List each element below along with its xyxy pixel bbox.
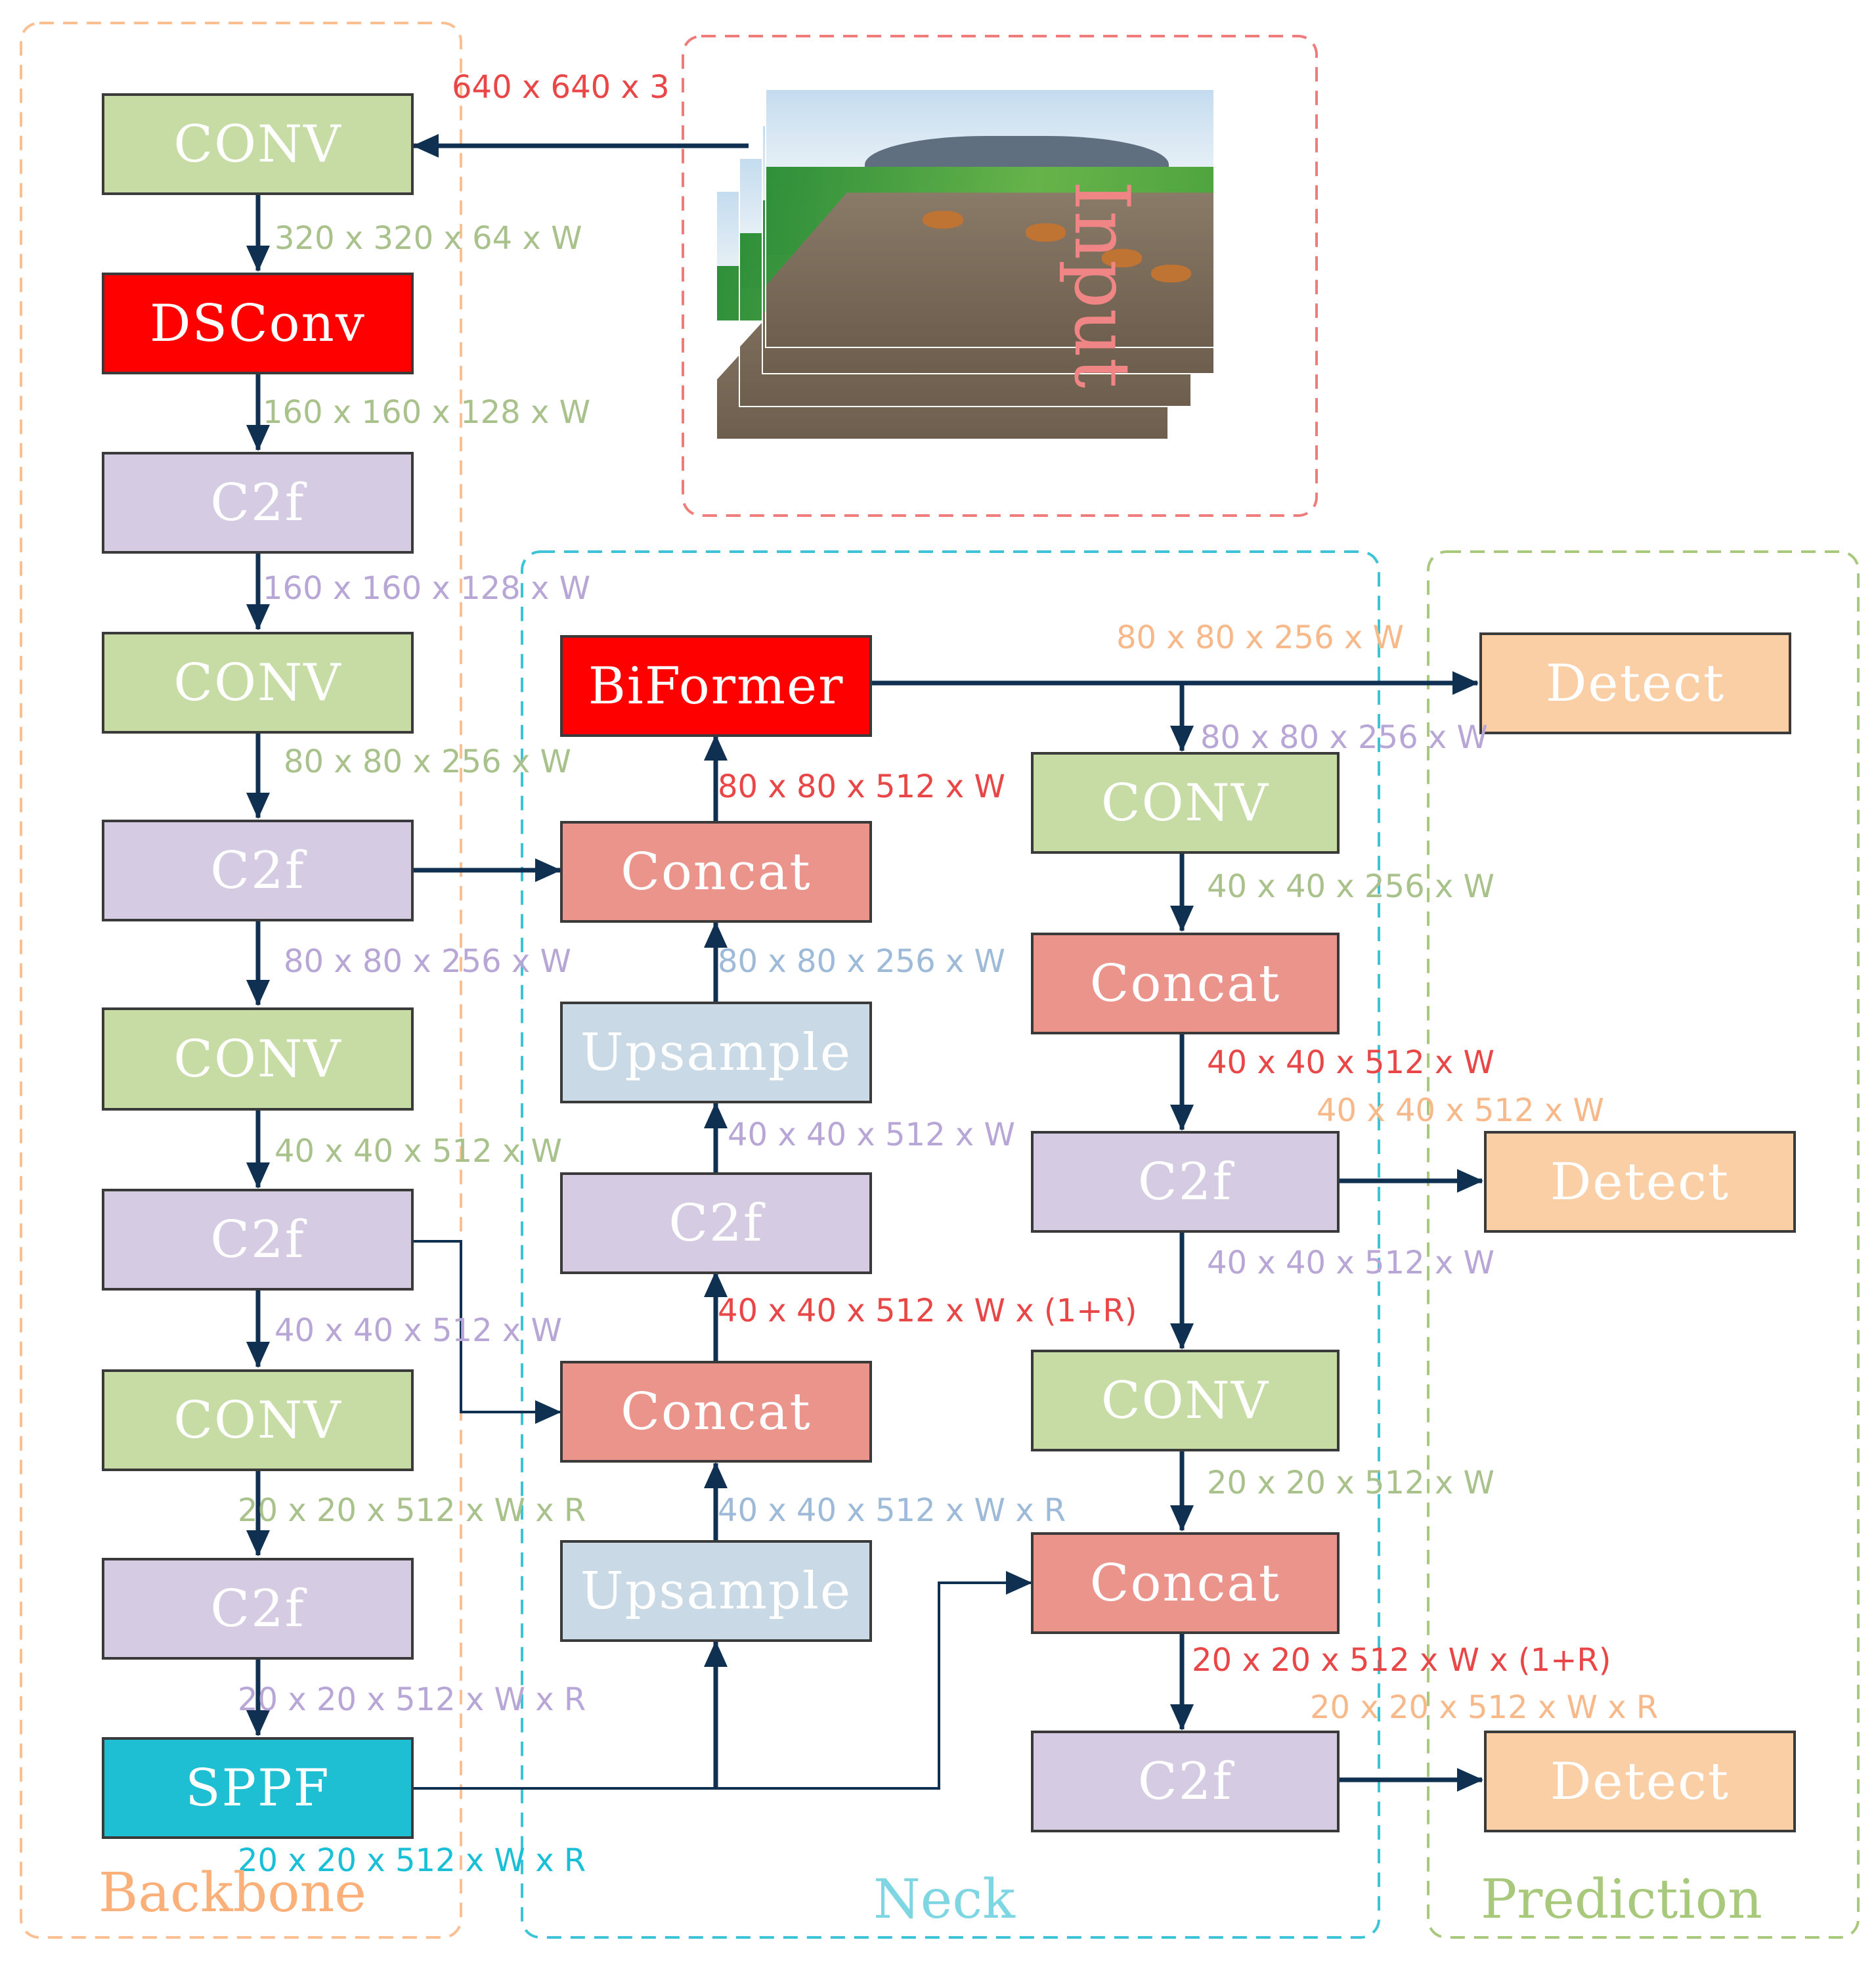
backbone-conv-2: CONV <box>102 632 414 734</box>
dim-input: 640 x 640 x 3 <box>452 69 670 106</box>
neck-label: Neck <box>873 1868 1015 1931</box>
dim-right-1: 80 x 80 x 256 x W <box>1200 719 1488 756</box>
dim-neck-3: 40 x 40 x 512 x W <box>728 1116 1015 1153</box>
dim-neck-1: 80 x 80 x 512 x W <box>718 768 1005 805</box>
dim-backbone-6: 40 x 40 x 512 x W <box>274 1133 562 1170</box>
backbone-c2f-4: C2f <box>102 1558 414 1660</box>
dim-backbone-10: 20 x 20 x 512 x W x R <box>238 1842 586 1879</box>
backbone-c2f-1: C2f <box>102 452 414 554</box>
backbone-sppf: SPPF <box>102 1737 414 1839</box>
neck-right-concat-1: Concat <box>1031 933 1340 1034</box>
neck-region <box>521 550 1380 1939</box>
dim-right-8: 20 x 20 x 512 x W x R <box>1310 1689 1659 1726</box>
dim-backbone-2: 160 x 160 x 128 x W <box>263 394 591 431</box>
prediction-region <box>1427 550 1860 1939</box>
neck-concat-1: Concat <box>560 821 872 923</box>
dim-right-5: 40 x 40 x 512 x W <box>1207 1245 1494 1281</box>
dim-backbone-9: 20 x 20 x 512 x W x R <box>238 1681 586 1718</box>
backbone-region <box>20 22 462 1939</box>
dim-right-3: 40 x 40 x 512 x W <box>1207 1044 1494 1081</box>
dim-neck-2: 80 x 80 x 256 x W <box>718 943 1005 980</box>
dim-neck-4: 40 x 40 x 512 x W x (1+R) <box>718 1293 1137 1329</box>
neck-upsample-1: Upsample <box>560 1002 872 1103</box>
dim-right-2: 40 x 40 x 256 x W <box>1207 868 1494 905</box>
dim-right-4: 40 x 40 x 512 x W <box>1317 1092 1604 1129</box>
input-region <box>682 35 1318 517</box>
backbone-label: Backbone <box>98 1862 366 1924</box>
detect-3: Detect <box>1484 1731 1796 1832</box>
neck-biformer: BiFormer <box>560 635 872 737</box>
dim-backbone-5: 80 x 80 x 256 x W <box>284 943 571 980</box>
dim-backbone-7: 40 x 40 x 512 x W <box>274 1312 562 1349</box>
neck-right-conv-2: CONV <box>1031 1350 1340 1451</box>
dim-neck-5: 40 x 40 x 512 x W x R <box>718 1492 1066 1529</box>
arrow-c2f3-concat2 <box>414 1240 561 1424</box>
neck-upsample-2: Upsample <box>560 1540 872 1642</box>
dim-right-0: 80 x 80 x 256 x W <box>1116 619 1404 656</box>
dim-right-7: 20 x 20 x 512 x W x (1+R) <box>1192 1642 1611 1679</box>
neck-concat-2: Concat <box>560 1361 872 1463</box>
backbone-conv-4: CONV <box>102 1369 414 1471</box>
backbone-dsconv: DSConv <box>102 273 414 374</box>
backbone-conv-1: CONV <box>102 93 414 195</box>
arrow-sppf-concat4 <box>716 1571 1032 1790</box>
dim-right-6: 20 x 20 x 512 x W <box>1207 1465 1494 1501</box>
dim-backbone-3: 160 x 160 x 128 x W <box>263 570 591 607</box>
detect-1: Detect <box>1479 632 1791 734</box>
input-region-label: Input <box>1057 181 1146 389</box>
backbone-c2f-2: C2f <box>102 820 414 921</box>
dim-backbone-8: 20 x 20 x 512 x W x R <box>238 1492 586 1529</box>
backbone-c2f-3: C2f <box>102 1189 414 1291</box>
prediction-label: Prediction <box>1481 1868 1762 1931</box>
neck-c2f-1: C2f <box>560 1172 872 1274</box>
input-image-front <box>765 89 1215 348</box>
neck-right-conv-1: CONV <box>1031 752 1340 854</box>
dim-backbone-4: 80 x 80 x 256 x W <box>284 743 571 780</box>
neck-right-concat-2: Concat <box>1031 1532 1340 1634</box>
dim-backbone-1: 320 x 320 x 64 x W <box>274 220 582 257</box>
neck-right-c2f-2: C2f <box>1031 1731 1340 1832</box>
neck-right-c2f-1: C2f <box>1031 1131 1340 1233</box>
detect-2: Detect <box>1484 1131 1796 1233</box>
backbone-conv-3: CONV <box>102 1007 414 1111</box>
